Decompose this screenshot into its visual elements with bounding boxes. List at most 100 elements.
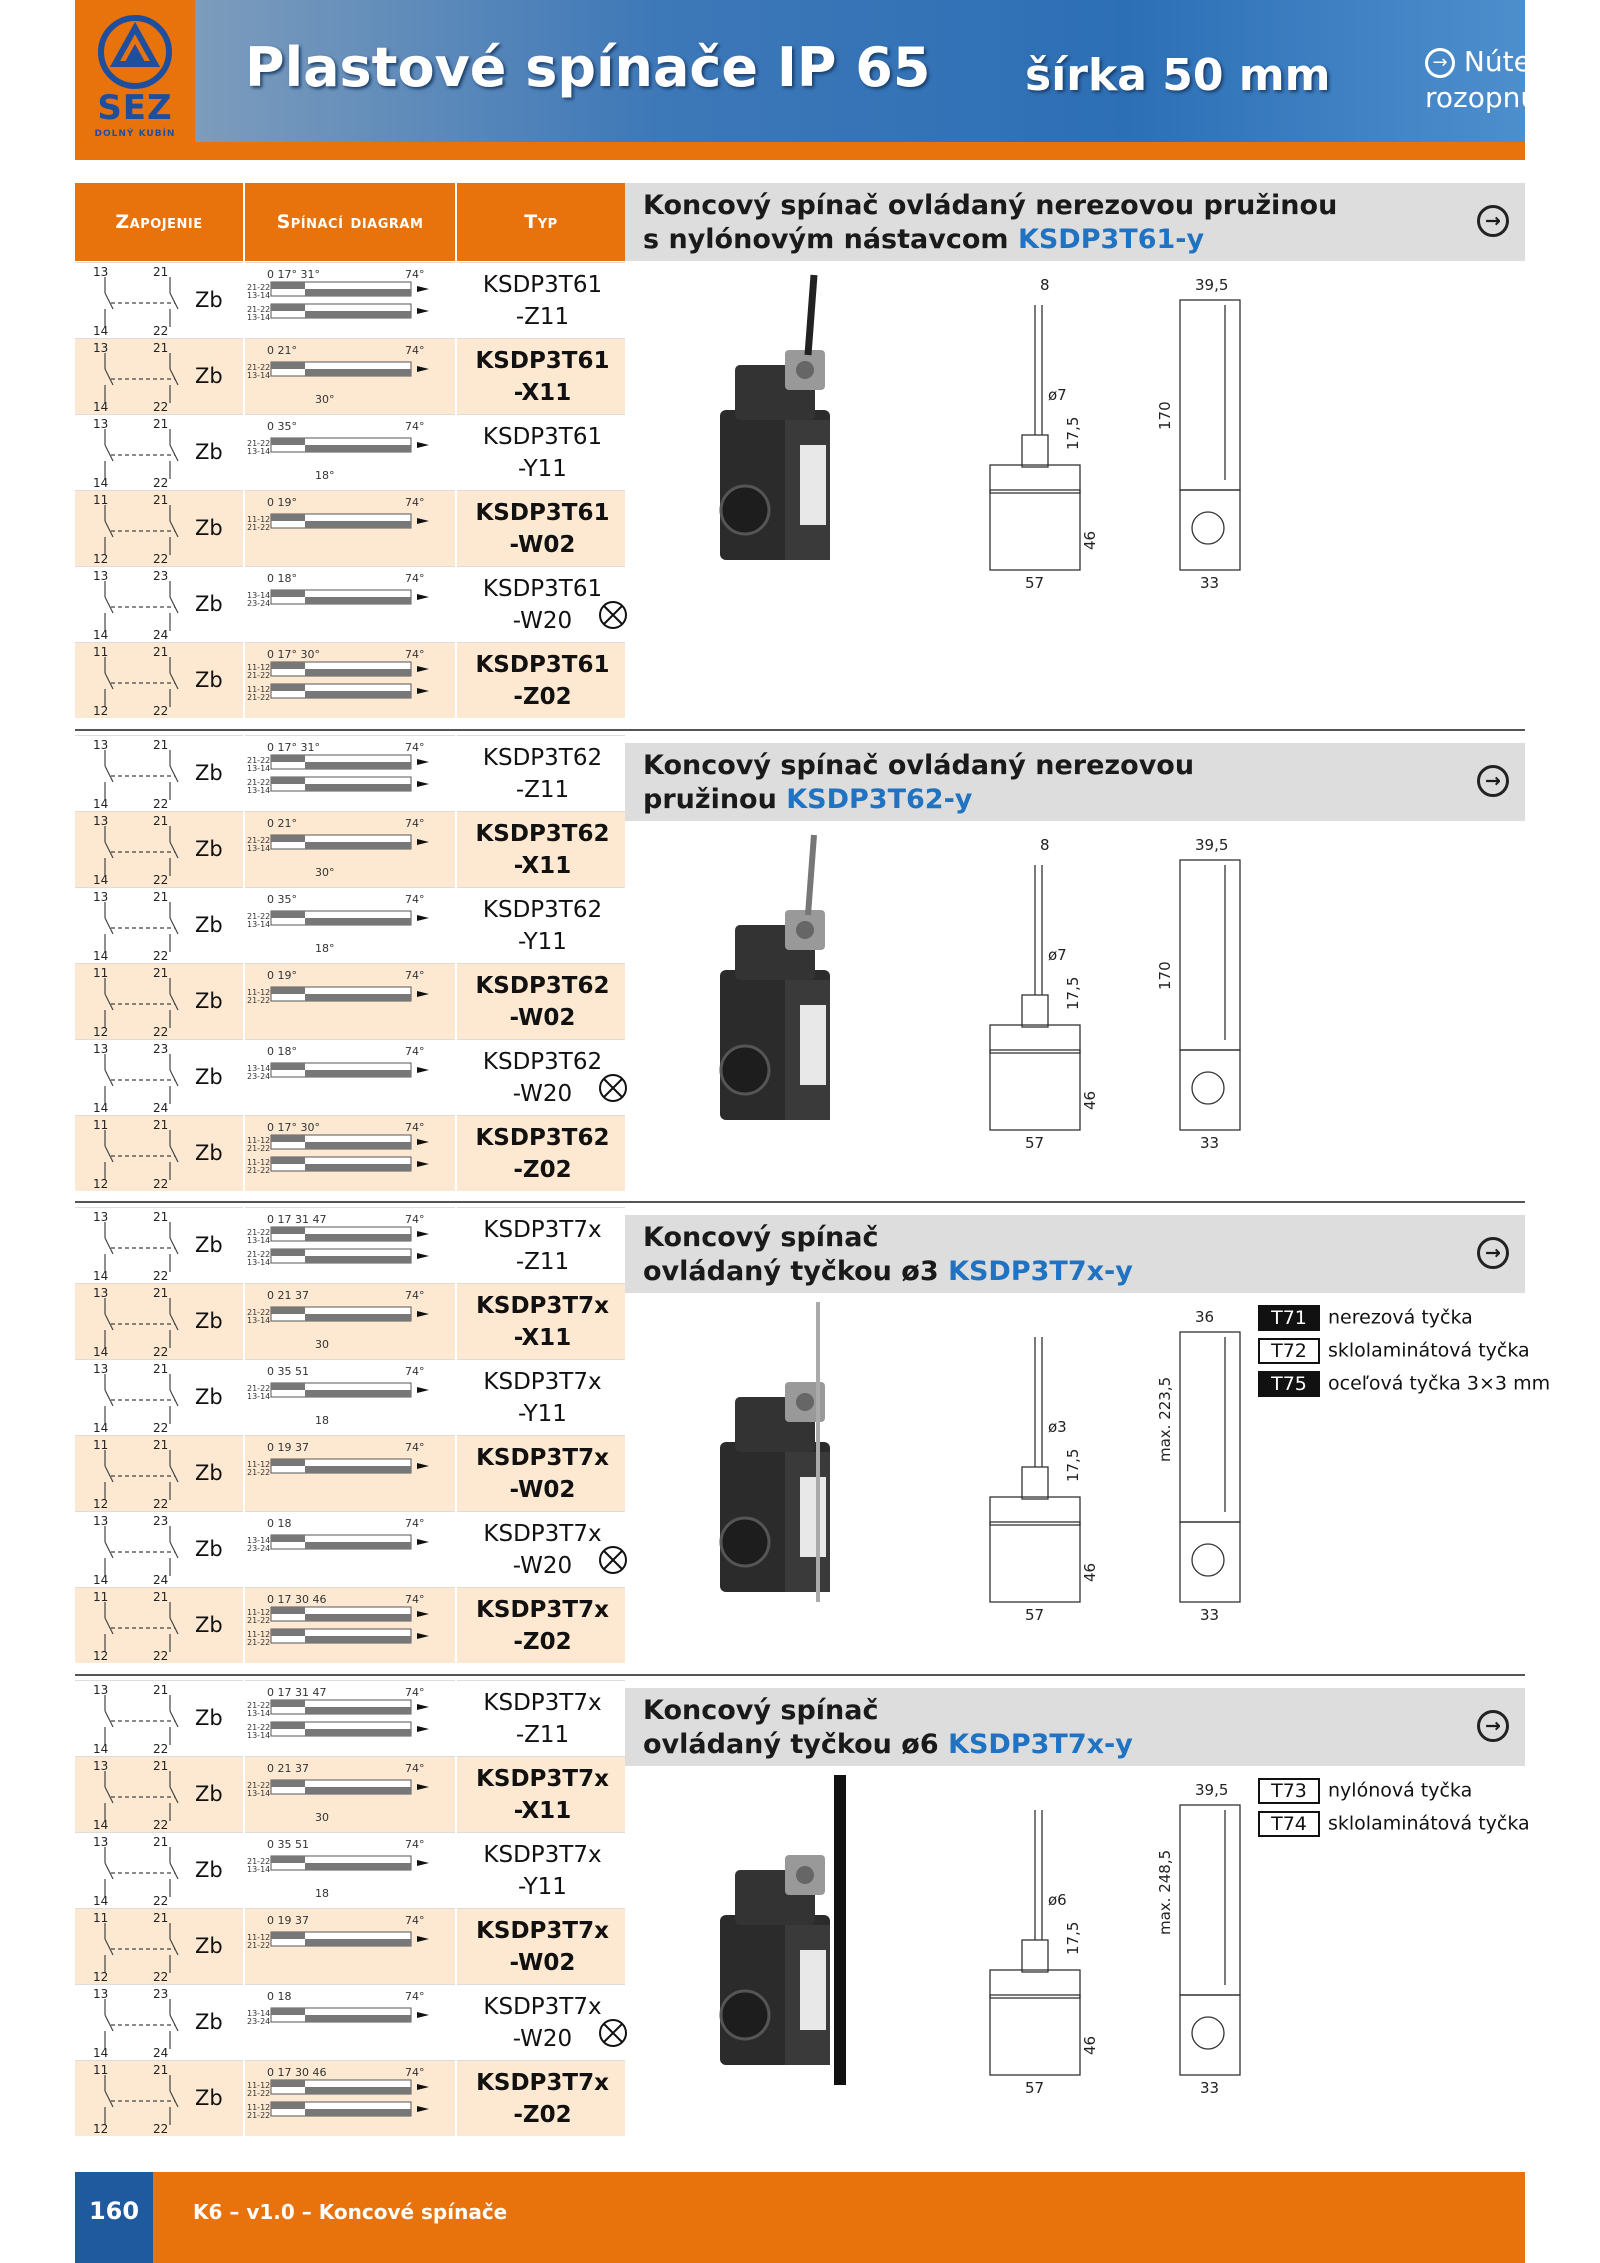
diagram-arrow (417, 915, 429, 921)
front-view-body (989, 1049, 1081, 1131)
page-footer: 160 K6 – v1.0 – Koncové spínače (75, 2172, 1525, 2263)
diagram-arrow (417, 688, 429, 694)
terminal-label: 23 (153, 1987, 168, 2001)
diagram-arrow (417, 1784, 429, 1790)
type-code-line-2: -W02 (509, 532, 576, 558)
contact-label: 11-12 (247, 685, 270, 694)
diagram-bar-closed (271, 2102, 305, 2109)
terminal-label: 23 (153, 569, 168, 583)
dim-label-depth: 39,5 (1195, 836, 1228, 854)
type-code-line-1: KSDP3T62 (475, 973, 610, 999)
dim-label-height: 170 (1156, 961, 1174, 990)
column-header-type: Typ (457, 183, 625, 261)
diagram-end-angle: 74° (405, 893, 425, 906)
diagram-sub-angle: 30° (315, 866, 335, 879)
dim-label-57: 57 (1025, 574, 1044, 590)
terminal-label: 11 (93, 493, 108, 507)
diagram-bar-closed (271, 1932, 305, 1939)
terminal-label: 21 (153, 341, 168, 355)
diagram-bar-closed (271, 1722, 305, 1729)
diagram-arrow (417, 1860, 429, 1866)
diagram-end-angle: 74° (405, 1213, 425, 1226)
section-title-line-1: Koncový spínač (643, 1222, 879, 1253)
terminal-label: 14 (93, 400, 108, 414)
section-product-code: KSDP3T7x-y (948, 1729, 1133, 1760)
type-code-line-1: KSDP3T7x (483, 1369, 602, 1395)
type-code-line-1: KSDP3T61 (475, 652, 610, 678)
page-number: 160 (88, 2197, 140, 2225)
terminal-label: 22 (153, 324, 168, 338)
column-separator (243, 1680, 245, 2136)
terminal-label: 12 (93, 1649, 108, 1663)
terminal-label: 13 (93, 1759, 108, 1773)
diagram-bar-closed (271, 987, 305, 994)
diagram-bar-closed (305, 669, 411, 676)
type-code-line-1: KSDP3T62 (482, 897, 603, 923)
diagram-bar-closed (305, 918, 411, 925)
terminal-label: 13 (93, 417, 108, 431)
diagram-bar-closed (305, 1636, 411, 1643)
type-code: KSDP3T61-Z02 (460, 649, 625, 713)
arrow-circle-icon: → (1477, 765, 1509, 797)
dim-label-17-5: 17,5 (1064, 1449, 1082, 1482)
terminal-label: 24 (153, 2046, 168, 2060)
terminal-label: 22 (153, 1742, 168, 1756)
terminal-label: 12 (93, 2122, 108, 2136)
type-code: KSDP3T61-Y11 (460, 421, 625, 485)
zb-label: Zb (195, 1782, 223, 1806)
zb-label: Zb (195, 837, 223, 861)
diagram-sub-angle: 30 (315, 1811, 329, 1824)
diagram-bar-closed (305, 1070, 411, 1077)
legend-tag: T73 (1258, 1778, 1320, 1804)
section-title-line-1: Koncový spínač (643, 1695, 879, 1726)
terminal-label: 14 (93, 2046, 108, 2060)
zb-label: Zb (195, 1537, 223, 1561)
legend-text: sklolaminátová tyčka (1328, 1339, 1530, 1362)
terminal-label: 21 (153, 1759, 168, 1773)
terminal-label: 14 (93, 1345, 108, 1359)
terminal-label: 21 (153, 1362, 168, 1376)
diagram-angles: 0 19 37 (267, 1441, 309, 1454)
terminal-label: 22 (153, 400, 168, 414)
diagram-arrow (417, 1311, 429, 1317)
dim-label-17-5: 17,5 (1064, 1922, 1082, 1955)
terminal-label: 11 (93, 1911, 108, 1925)
type-code-line-2: -Y11 (518, 456, 567, 482)
diagram-end-angle: 74° (405, 1686, 425, 1699)
diagram-end-angle: 74° (405, 420, 425, 433)
contact-label: 21-22 (247, 1228, 270, 1237)
section-title-line-2-text: s nylónovým nástavcom (643, 224, 1009, 255)
dim-label-33: 33 (1200, 1606, 1219, 1622)
type-code-line-1: KSDP3T7x (476, 1597, 609, 1623)
dim-label-height: max. 223,5 (1156, 1377, 1174, 1462)
cable-gland (719, 484, 771, 536)
terminal-label: 13 (93, 1210, 108, 1224)
diagram-bar-closed (271, 911, 305, 918)
diagram-end-angle: 74° (405, 969, 425, 982)
legend-text: oceľová tyčka 3×3 mm (1328, 1372, 1551, 1395)
terminal-label: 14 (93, 1894, 108, 1908)
contact-label: 21-22 (247, 693, 270, 702)
diagram-arrow (417, 1726, 429, 1732)
diagram-angles: 0 17° 30° (267, 648, 320, 661)
